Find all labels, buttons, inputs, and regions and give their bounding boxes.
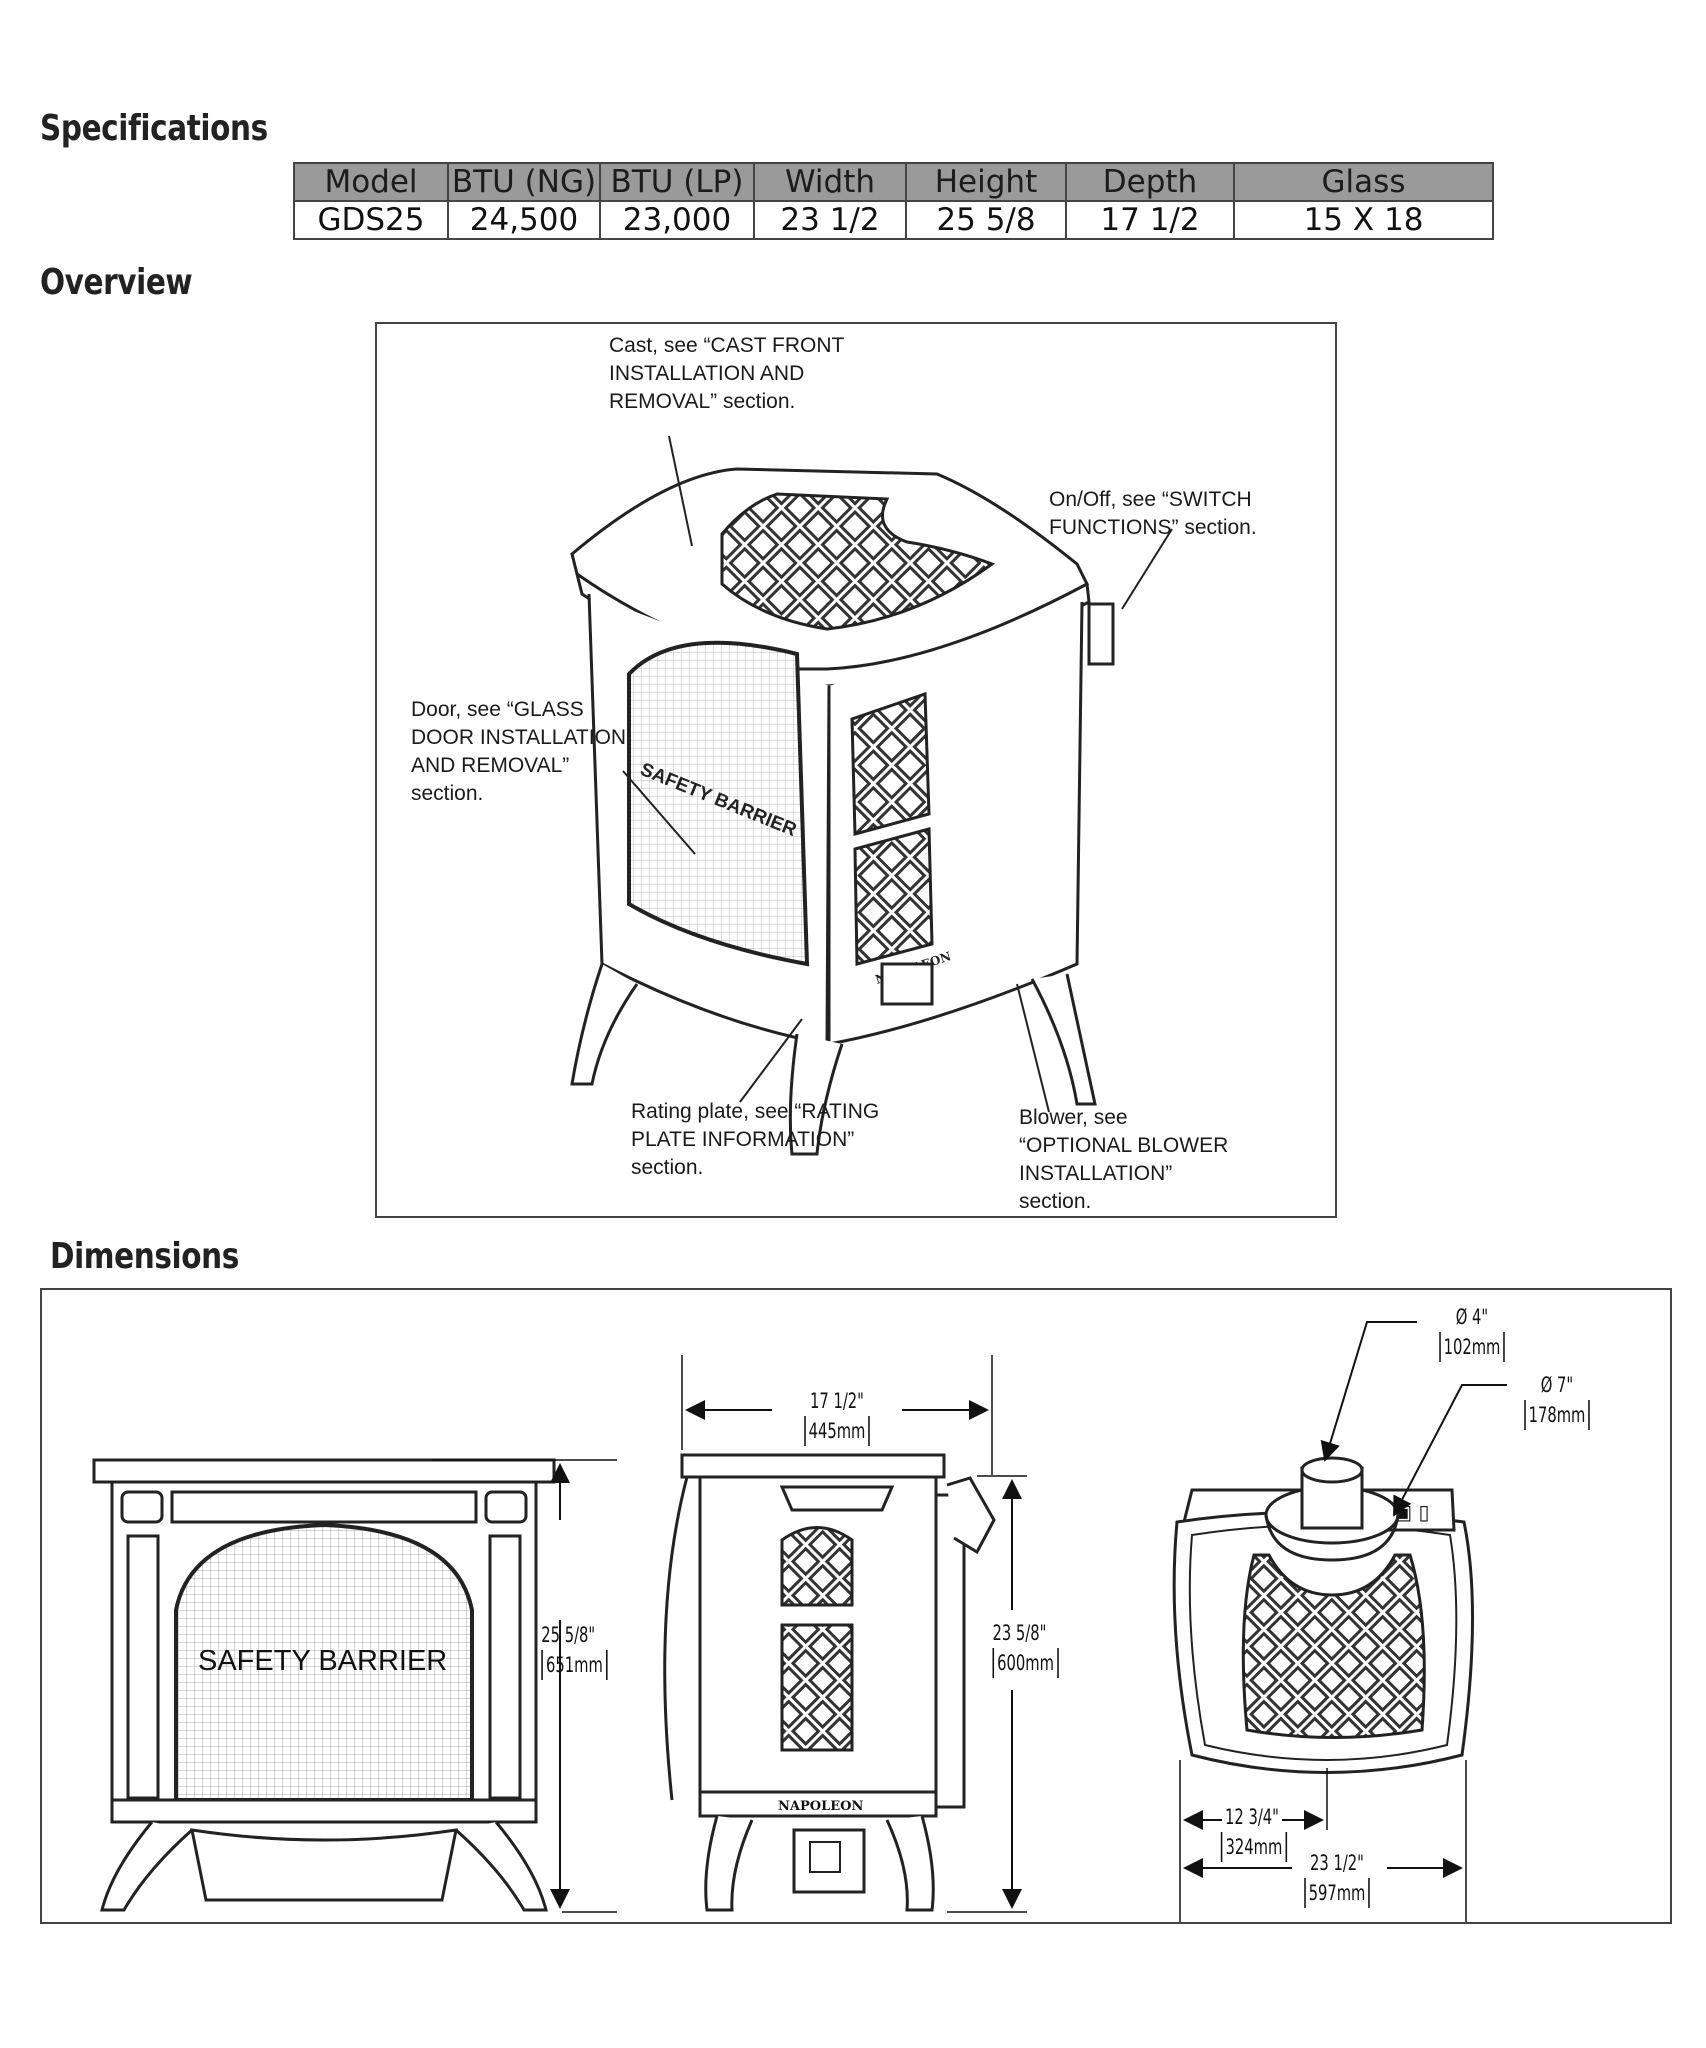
dimensions-heading: Dimensions <box>50 1236 239 1277</box>
side-view: NAPOLEON <box>663 1355 1027 1913</box>
flue-inner-dim: Ø 4" 102mm <box>1437 1302 1507 1362</box>
dimensions-panel: SAFETY BARRIER NAPOLEON <box>40 1288 1672 1924</box>
cell-model: GDS25 <box>293 200 449 240</box>
overview-stove-illustration: SAFETY BARRIER NAPOLEON <box>570 435 1173 1156</box>
side-brand-plate: NAPOLEON <box>778 1799 863 1814</box>
col-depth: Depth <box>1065 162 1235 202</box>
cell-btu-lp: 23,000 <box>599 200 755 240</box>
col-width: Width <box>753 162 907 202</box>
top-width-dim: 23 1/2" 597mm <box>1302 1848 1372 1908</box>
front-height-dim: 25 5/8" 651mm <box>541 1620 608 1680</box>
top-half-width-dim: 12 3/4" 324mm <box>1220 1802 1288 1862</box>
callout-rating-plate: Rating plate, see “RATING PLATE INFORMAT… <box>631 1100 880 1179</box>
callout-onoff: On/Off, see “SWITCH FUNCTIONS” section. <box>1049 488 1257 539</box>
table-row: GDS25 24,500 23,000 23 1/2 25 5/8 17 1/2… <box>293 200 1494 240</box>
callout-cast: Cast, see “CAST FRONT INSTALLATION AND R… <box>609 334 845 413</box>
top-view: ◊ ▣ ▯ <box>1172 1321 1507 1922</box>
overview-heading: Overview <box>40 262 193 303</box>
front-barrier-label: SAFETY BARRIER <box>198 1645 447 1677</box>
specifications-heading: Specifications <box>40 108 268 149</box>
callout-blower: Blower, see “OPTIONAL BLOWER INSTALLATIO… <box>1019 1106 1229 1213</box>
col-btu-lp: BTU (LP) <box>599 162 755 202</box>
col-height: Height <box>905 162 1067 202</box>
cell-depth: 17 1/2 <box>1065 200 1235 240</box>
col-glass: Glass <box>1233 162 1494 202</box>
dimensions-drawings: SAFETY BARRIER NAPOLEON <box>92 1321 1507 1922</box>
front-view: SAFETY BARRIER <box>92 1458 617 1913</box>
specifications-table: Model BTU (NG) BTU (LP) Width Height Dep… <box>293 162 1494 240</box>
col-btu-ng: BTU (NG) <box>447 162 601 202</box>
cell-height: 25 5/8 <box>905 200 1067 240</box>
side-depth-dim: 17 1/2" 445mm <box>798 1386 876 1446</box>
table-header-row: Model BTU (NG) BTU (LP) Width Height Dep… <box>293 162 1494 202</box>
cell-glass: 15 X 18 <box>1233 200 1494 240</box>
overview-panel: SAFETY BARRIER NAPOLEON Cast, see “CAST … <box>375 322 1337 1218</box>
callout-door: Door, see “GLASS DOOR INSTALLATION AND R… <box>411 698 627 805</box>
col-model: Model <box>293 162 449 202</box>
cell-width: 23 1/2 <box>753 200 907 240</box>
cell-btu-ng: 24,500 <box>447 200 601 240</box>
flue-outer-dim: Ø 7" 178mm <box>1522 1370 1592 1430</box>
side-height-dim: 23 5/8" 600mm <box>992 1618 1059 1678</box>
